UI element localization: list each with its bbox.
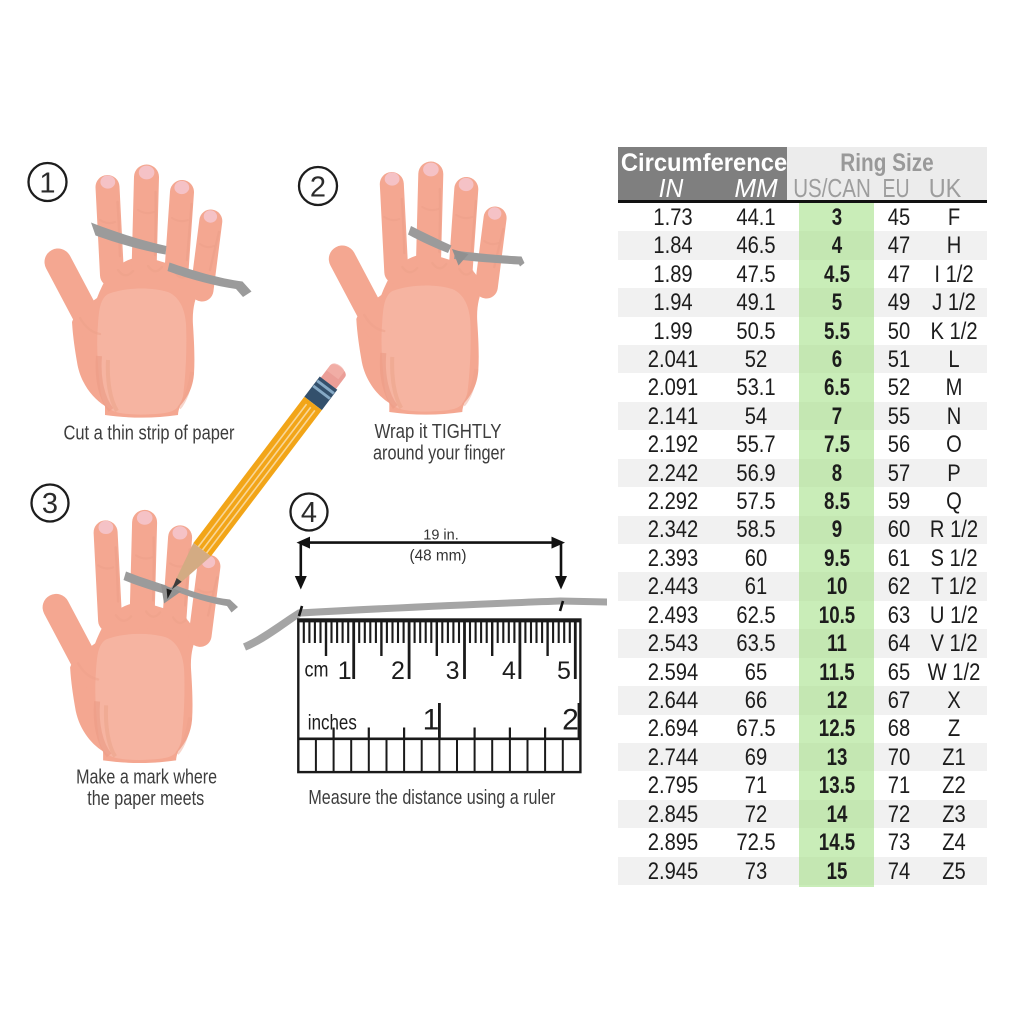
svg-text:2: 2 (391, 657, 405, 685)
svg-text:1: 1 (338, 657, 352, 685)
svg-text:1: 1 (423, 704, 440, 737)
svg-text:Measure the distance using a r: Measure the distance using a ruler (308, 786, 555, 809)
svg-text:inches: inches (308, 712, 357, 735)
svg-text:2: 2 (310, 171, 326, 203)
svg-text:3: 3 (446, 657, 460, 685)
svg-text:4: 4 (301, 497, 317, 529)
svg-text:Make a mark where: Make a mark where (76, 766, 217, 789)
svg-text:5: 5 (557, 657, 571, 685)
svg-text:the paper meets: the paper meets (87, 787, 204, 810)
svg-text:1: 1 (39, 167, 55, 199)
svg-text:Cut a thin strip of paper: Cut a thin strip of paper (64, 422, 235, 445)
svg-text:(48 mm): (48 mm) (410, 548, 467, 565)
svg-text:4: 4 (502, 657, 516, 685)
svg-text:Wrap it TIGHTLY: Wrap it TIGHTLY (375, 420, 502, 443)
svg-text:19 in.: 19 in. (423, 528, 458, 544)
svg-text:2: 2 (562, 704, 579, 737)
svg-text:3: 3 (42, 488, 58, 520)
svg-text:cm: cm (305, 658, 329, 681)
svg-text:around your finger: around your finger (373, 442, 505, 465)
